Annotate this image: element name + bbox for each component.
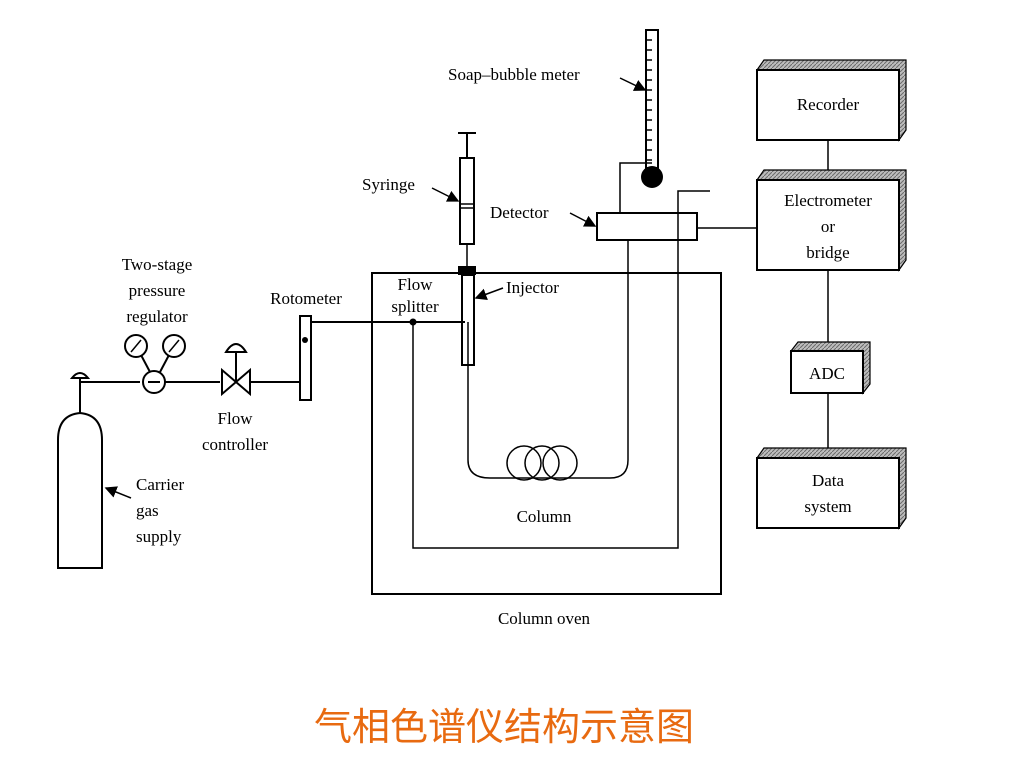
flow-splitter-label-line2: splitter (391, 297, 439, 316)
electrometer-label-line2: or (821, 217, 836, 236)
column-label: Column (517, 507, 572, 526)
adc-box (789, 341, 871, 395)
pressure-gauge-icon (124, 334, 220, 394)
carrier-label-line1: Carrier (136, 475, 184, 494)
flow-splitter-line (409, 190, 710, 549)
column-coil (467, 240, 629, 481)
regulator-label-line3: regulator (126, 307, 188, 326)
injector (461, 274, 475, 366)
electrometer-label-line3: bridge (806, 243, 849, 262)
regulator-label-line1: Two-stage (122, 255, 193, 274)
injector-label: Injector (506, 278, 559, 297)
flow-valve-icon (221, 343, 300, 397)
rotometer-label: Rotometer (270, 289, 342, 308)
detector (596, 162, 757, 241)
detector-label: Detector (490, 203, 549, 222)
carrier-gas-cylinder (57, 372, 140, 569)
carrier-label-line3: supply (136, 527, 182, 546)
flow-controller-label-line1: Flow (218, 409, 254, 428)
soap-bubble-meter (641, 29, 663, 188)
rotometer (299, 315, 465, 401)
syringe (458, 132, 476, 275)
recorder-label: Recorder (797, 95, 860, 114)
data-system-box (755, 447, 907, 530)
column-oven-box (371, 272, 722, 595)
soap-bubble-meter-label: Soap–bubble meter (448, 65, 580, 84)
column-oven-label: Column oven (498, 609, 591, 628)
regulator-label-line2: pressure (129, 281, 186, 300)
electrometer-label-line1: Electrometer (784, 191, 872, 210)
flow-splitter-label-line1: Flow (398, 275, 434, 294)
slide-title: 气相色谱仪结构示意图 (314, 705, 694, 749)
flow-controller-label-line2: controller (202, 435, 268, 454)
syringe-label: Syringe (362, 175, 415, 194)
data-system-label-line2: system (804, 497, 851, 516)
adc-label: ADC (809, 364, 845, 383)
data-system-label-line1: Data (812, 471, 845, 490)
carrier-label-line2: gas (136, 501, 159, 520)
leader-arrows (104, 77, 647, 499)
